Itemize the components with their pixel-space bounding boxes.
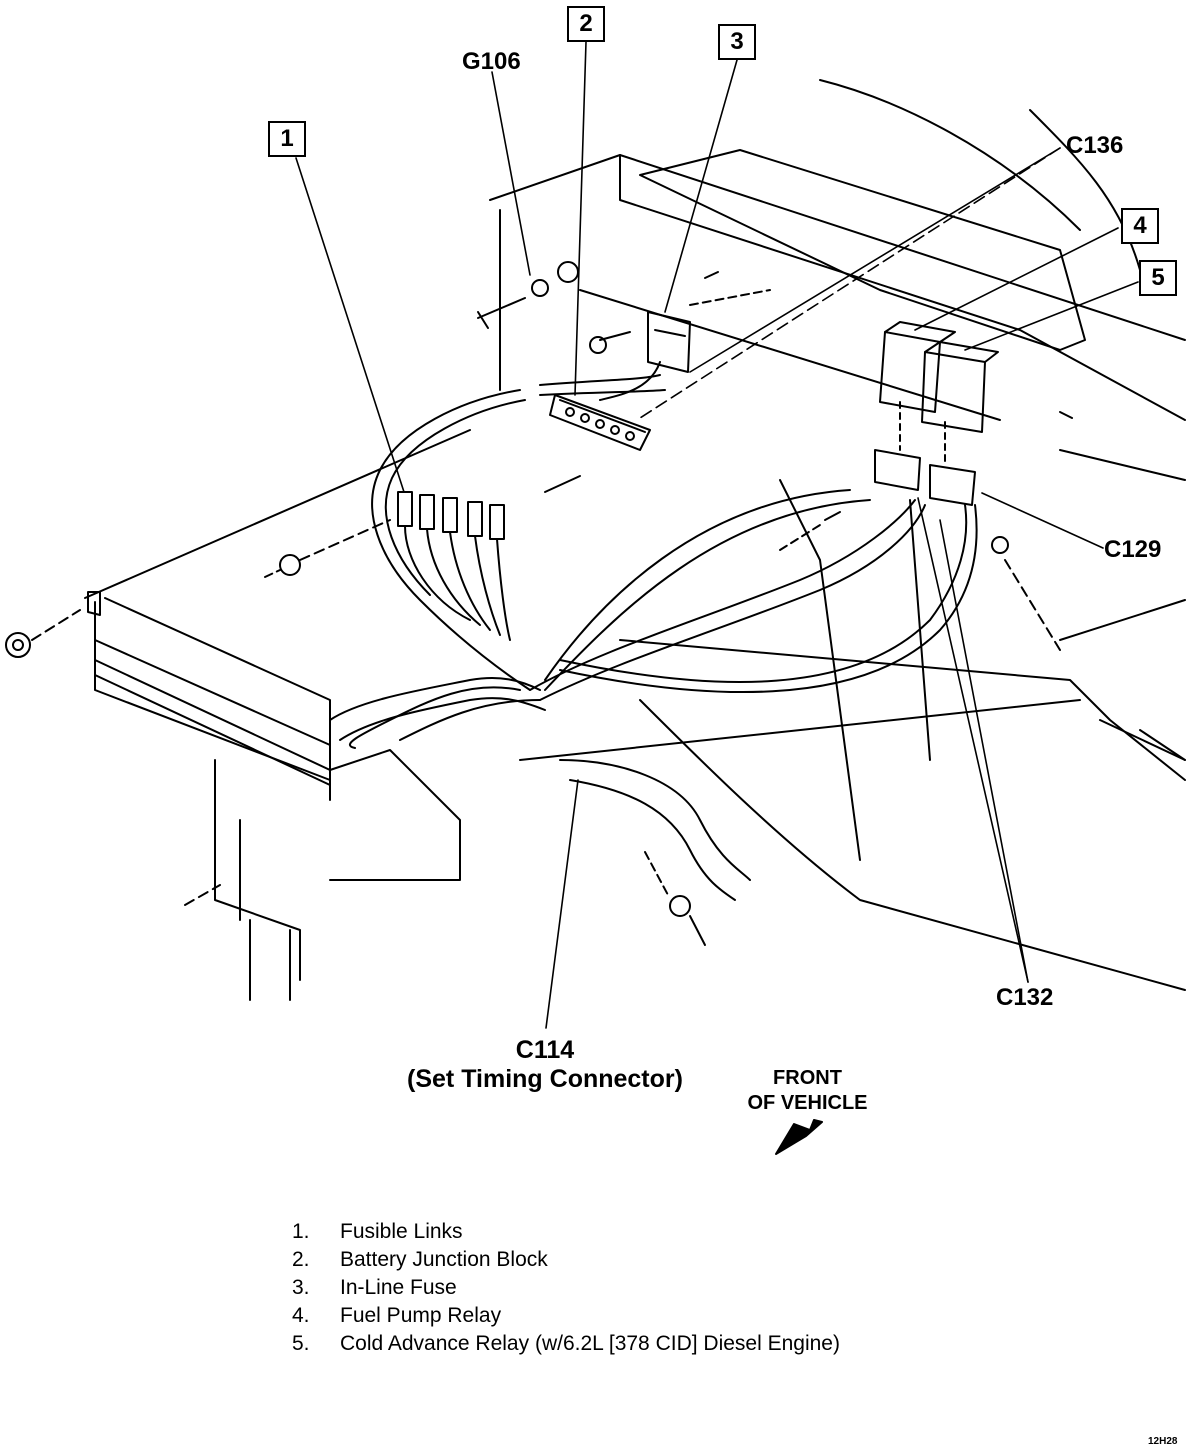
label-c136: C136 [1066,132,1124,159]
in-line-fuse [599,311,691,401]
legend: 1. Fusible Links 2. Battery Junction Blo… [292,1218,840,1358]
legend-item: 1. Fusible Links [292,1218,840,1246]
figure-id: 12H28 [1148,1436,1178,1447]
legend-number: 1. [292,1220,310,1243]
legend-item: 5. Cold Advance Relay (w/6.2L [378 CID] … [292,1330,840,1358]
vehicle-body-outline [489,79,1186,991]
callout-1: 1 [268,121,306,157]
wire-harness [329,374,978,901]
legend-number: 4. [292,1304,310,1327]
legend-text: Battery Junction Block [340,1248,548,1271]
callout-3: 3 [718,24,756,60]
callout-5: 5 [1139,260,1177,296]
label-c132: C132 [996,984,1054,1011]
legend-number: 3. [292,1276,310,1299]
label-g106: G106 [462,48,521,75]
leader-lines [295,41,1139,1029]
battery-junction-block [549,394,651,451]
legend-number: 5. [292,1332,310,1355]
callout-2: 2 [567,6,605,42]
fasteners [264,261,1073,946]
label-c114: C114 (Set Timing Connector) [380,1036,710,1094]
front-line-2: OF VEHICLE [747,1092,868,1114]
c114-description: (Set Timing Connector) [407,1065,683,1093]
legend-text: Fuel Pump Relay [340,1304,502,1327]
legend-item: 3. In-Line Fuse [292,1274,840,1302]
relay-housings [874,321,999,506]
legend-number: 2. [292,1248,310,1271]
label-c129: C129 [1104,536,1162,563]
legend-text: In-Line Fuse [340,1276,457,1299]
front-of-vehicle-label: FRONT OF VEHICLE [735,1066,880,1116]
lower-bracket [5,429,471,1001]
legend-item: 4. Fuel Pump Relay [292,1302,840,1330]
front-arrow-icon [775,1119,823,1155]
front-line-1: FRONT [773,1067,842,1089]
legend-text: Cold Advance Relay (w/6.2L [378 CID] Die… [340,1332,840,1355]
legend-item: 2. Battery Junction Block [292,1246,840,1274]
legend-text: Fusible Links [340,1220,463,1243]
callout-4: 4 [1121,208,1159,244]
fusible-links [397,491,511,641]
c114-code: C114 [515,1036,575,1064]
